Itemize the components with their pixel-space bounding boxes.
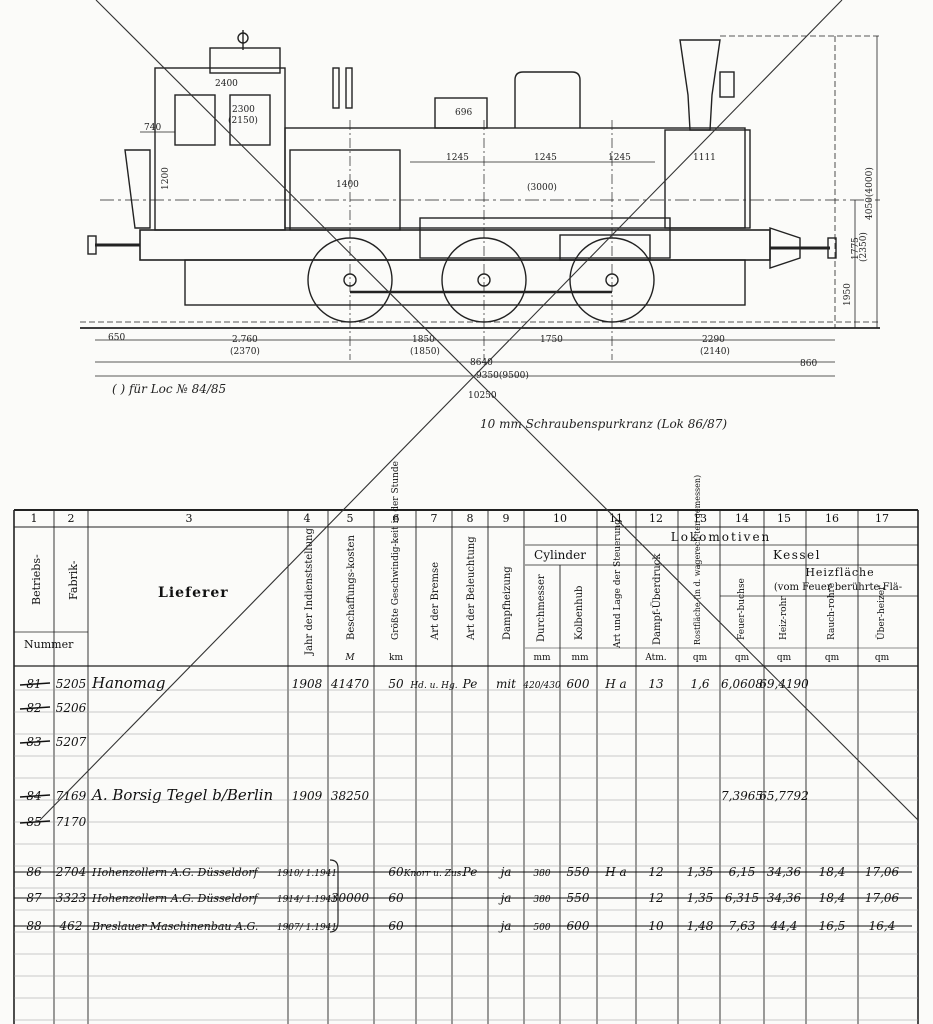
cell-feuer: 7,3965: [721, 789, 763, 803]
header-rauchrohre: Rauch-rohre: [827, 583, 837, 640]
cell-rohr: 69,4190: [759, 677, 809, 691]
header-heizrohr: Heiz-rohr: [779, 596, 789, 640]
col-number: 12: [649, 512, 663, 525]
cell-rohr: 65,7792: [759, 789, 809, 803]
unit-atm: Atm.: [644, 653, 666, 663]
cell-fab: 5205: [56, 677, 87, 691]
header-feuerbuchse: Feuer-buchse: [737, 578, 747, 640]
strike-line: [19, 820, 51, 824]
cell-durch: 380: [533, 895, 550, 905]
col-number: 15: [777, 512, 791, 525]
cell-jahr: 1908: [292, 677, 323, 691]
strike-line: [19, 794, 51, 798]
cell-bel: Pe: [462, 677, 478, 691]
unit-mm: mm: [533, 653, 551, 663]
unit-mm: mm: [571, 653, 589, 663]
unit-qm: qm: [825, 653, 840, 663]
cell-km: 50: [388, 677, 404, 691]
col-number: 4: [304, 512, 311, 525]
cell-kost: 38250: [331, 789, 370, 803]
cell-fab: 5206: [56, 701, 87, 715]
header-kolbenhub: Kolbenhub: [574, 586, 585, 640]
cell-jahr: 1907/ 1.1941: [277, 923, 337, 933]
cell-steu: H a: [604, 677, 626, 691]
unit-qm: qm: [875, 653, 890, 663]
cell-fab: 5207: [56, 735, 87, 749]
col-number: 10: [553, 512, 567, 525]
cell-kost: 41470: [330, 677, 370, 691]
col-number: 5: [347, 512, 354, 525]
col-number: 8: [467, 512, 474, 525]
header-ueberdruck: Dampf-Überdruck: [651, 553, 663, 645]
cell-brem: Hd. u. Hg.: [409, 681, 457, 691]
group-heizflaeche: Heizfläche: [805, 566, 874, 579]
group-cylinder: Cylinder: [534, 548, 586, 562]
col-number: 9: [503, 512, 510, 525]
cell-fab: 7169: [56, 789, 87, 803]
unit-km: km: [389, 653, 403, 663]
group-kessel: Kessel: [773, 548, 821, 562]
cell-fab: 7170: [56, 815, 87, 829]
cell-lief: Hanomag: [91, 674, 165, 692]
header-rostflaeche: Rostfläche (in d. wagerech-ten gemessen): [693, 475, 702, 645]
header-ueberhitzer: Über-heizer: [875, 585, 887, 640]
header-kosten: Beschaffungs-kosten: [346, 535, 357, 640]
header-jahr: Jahr der Indienststellung: [304, 528, 315, 656]
cell-brem: Knorr u. Zus.: [403, 869, 465, 879]
cell-rost: 1,6: [690, 677, 709, 691]
col-number: 16: [825, 512, 839, 525]
unit-qm: qm: [777, 653, 792, 663]
col-number: 1: [31, 512, 38, 525]
col-number: 2: [68, 512, 75, 525]
header-fabrik: Fabrik-: [67, 560, 80, 600]
cell-hub: 600: [567, 677, 590, 691]
header-durchmesser: Durchmesser: [536, 574, 547, 642]
group-lokomotiven: Lokomotiven: [671, 530, 772, 544]
cell-durch: 420/430: [522, 681, 561, 691]
strike-line: [19, 740, 51, 744]
header-lieferer: Lieferer: [158, 585, 229, 601]
header-steuerung: Art und Lage der Steuerung: [613, 519, 623, 649]
cell-jahr: 1910/ 1.1941: [277, 869, 337, 879]
col-number: 7: [431, 512, 438, 525]
cell-durch: 500: [533, 923, 550, 933]
unit-kosten: M: [344, 653, 355, 663]
header-nummer: Nummer: [24, 638, 74, 651]
header-bremse: Art der Bremse: [430, 562, 441, 641]
header-dampfheizung: Dampfheizung: [502, 566, 513, 640]
col-number: 3: [186, 512, 193, 525]
unit-qm: qm: [693, 653, 708, 663]
strike-line: [19, 706, 51, 710]
header-geschwindigkeit: Größte Geschwindig-keit in der Stunde: [391, 461, 401, 640]
cell-jahr: 1914/ 1.1941: [277, 895, 337, 905]
header-betriebs: Betriebs-: [30, 554, 43, 605]
unit-qm: qm: [735, 653, 750, 663]
col-number: 14: [735, 512, 749, 525]
cell-durch: 380: [533, 869, 550, 879]
cell-lief: A. Borsig Tegel b/Berlin: [90, 786, 273, 804]
cell-jahr: 1909: [292, 789, 323, 803]
cell-druck: 13: [648, 677, 664, 691]
strike-line: [19, 682, 51, 686]
cell-heiz: mit: [496, 677, 516, 691]
header-beleuchtung: Art der Beleuchtung: [466, 536, 477, 641]
cell-feuer: 6,0608: [721, 677, 763, 691]
col-number: 17: [875, 512, 889, 525]
